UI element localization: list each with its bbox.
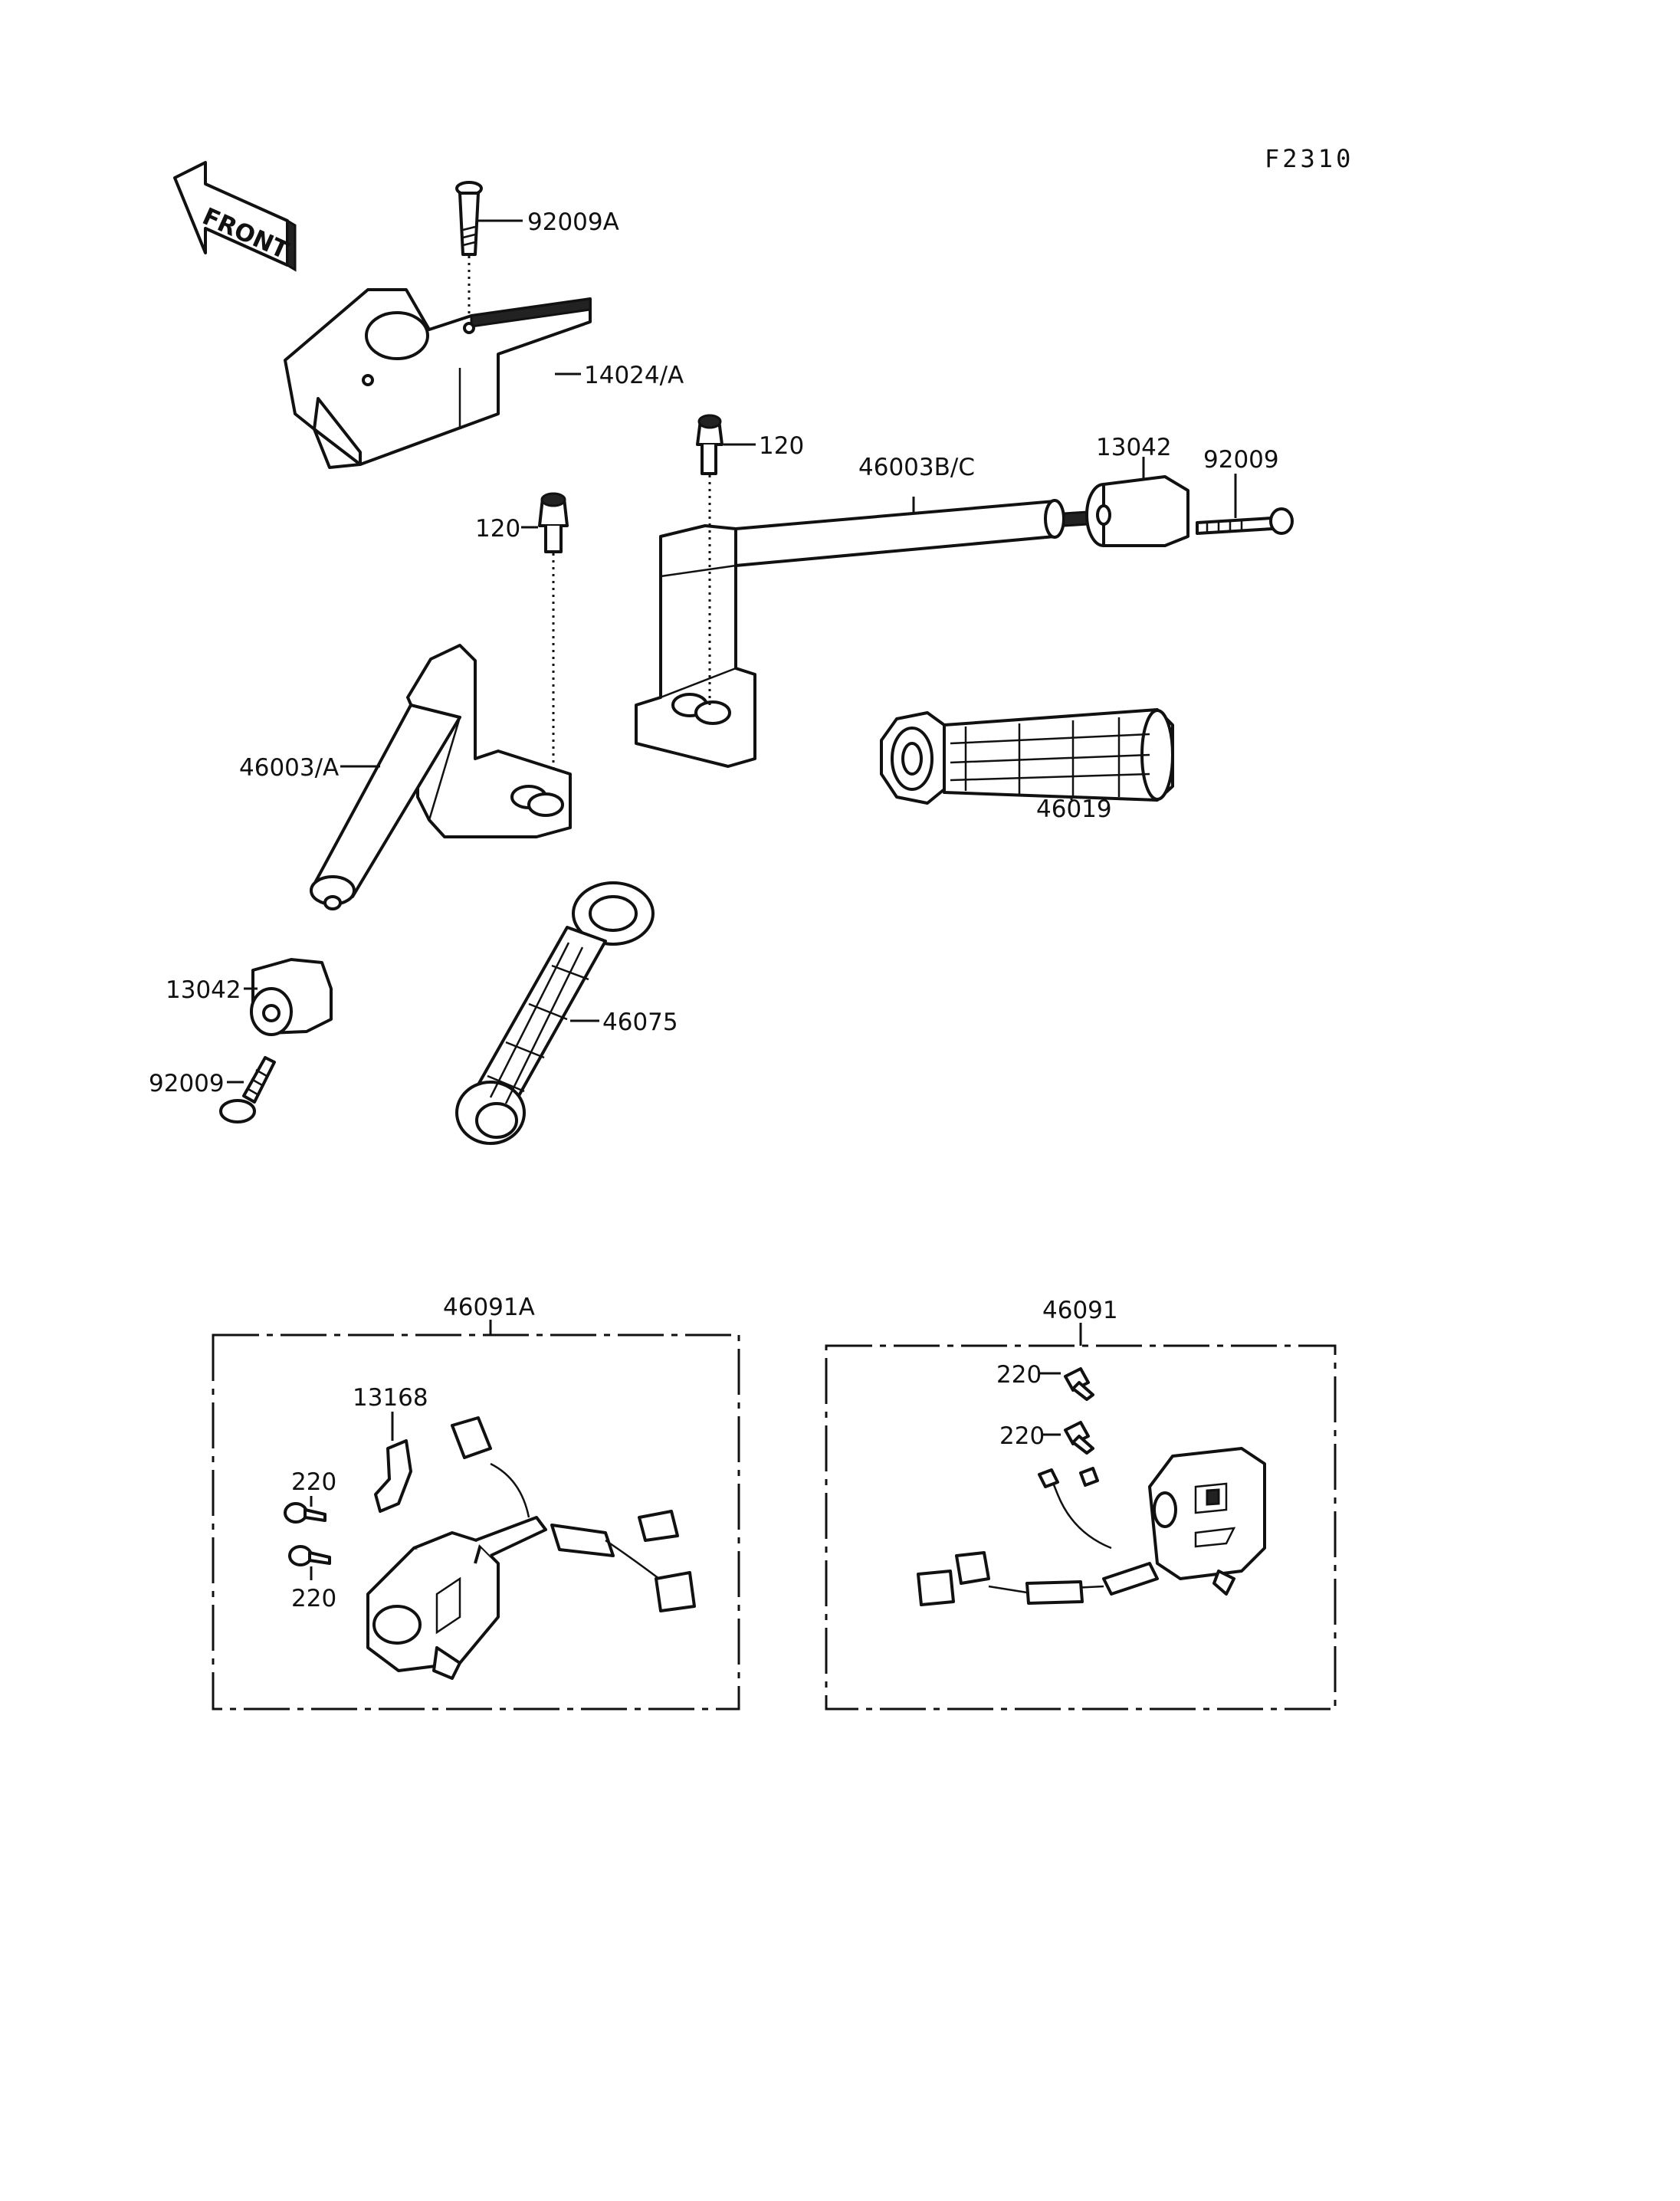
left-switch-box xyxy=(212,1333,740,1711)
left-switch-housing xyxy=(366,1516,547,1680)
callout-120-right: 120 xyxy=(759,432,804,460)
screw-220-b-left xyxy=(288,1545,331,1566)
screw-92009-right xyxy=(1196,507,1294,535)
left-switch-wiring xyxy=(451,1416,696,1612)
figure-code: F2310 xyxy=(1265,144,1354,173)
callout-14024a: 14024/A xyxy=(584,362,684,389)
callout-46003bc: 46003B/C xyxy=(858,454,975,481)
callout-220-b-left: 220 xyxy=(291,1585,336,1612)
right-switch-box xyxy=(825,1344,1337,1711)
bolt-120-right xyxy=(696,414,724,475)
left-switch-title: 46091A xyxy=(443,1294,535,1321)
callout-120-left: 120 xyxy=(475,515,520,543)
right-switch-title: 46091 xyxy=(1042,1297,1118,1324)
callout-46019: 46019 xyxy=(1036,795,1112,823)
left-grip xyxy=(455,881,655,1145)
right-switch-housing xyxy=(1148,1447,1266,1596)
clamp-13168 xyxy=(374,1439,412,1513)
right-grip xyxy=(880,708,1174,805)
callout-220-b-right: 220 xyxy=(999,1422,1045,1450)
left-handlebar xyxy=(310,644,572,910)
callout-92009a: 92009A xyxy=(527,208,619,236)
callout-92009-right: 92009 xyxy=(1203,446,1279,474)
bolt-120-left xyxy=(538,492,569,553)
right-switch-wiring xyxy=(917,1467,1159,1606)
callout-92009-left: 92009 xyxy=(149,1070,225,1097)
screw-220-a-left xyxy=(284,1502,326,1524)
handlebar-holder xyxy=(284,288,592,469)
callout-46075: 46075 xyxy=(602,1009,678,1036)
callout-13042-left: 13042 xyxy=(166,976,241,1004)
bar-end-weight-right xyxy=(1085,475,1189,547)
front-arrow-icon: FRONT xyxy=(173,161,297,272)
callout-13042-right: 13042 xyxy=(1096,434,1172,461)
bolt-92009a xyxy=(455,181,483,256)
callout-220-a-right: 220 xyxy=(996,1361,1042,1389)
screw-220-a-right xyxy=(1064,1367,1094,1401)
callout-46003a: 46003/A xyxy=(239,754,339,782)
callout-13168: 13168 xyxy=(353,1384,428,1412)
screw-92009-left xyxy=(219,1056,276,1123)
callout-220-a-left: 220 xyxy=(291,1468,336,1496)
bar-end-weight-left xyxy=(250,958,333,1036)
right-handlebar xyxy=(635,499,1090,768)
screw-220-b-right xyxy=(1064,1421,1094,1455)
